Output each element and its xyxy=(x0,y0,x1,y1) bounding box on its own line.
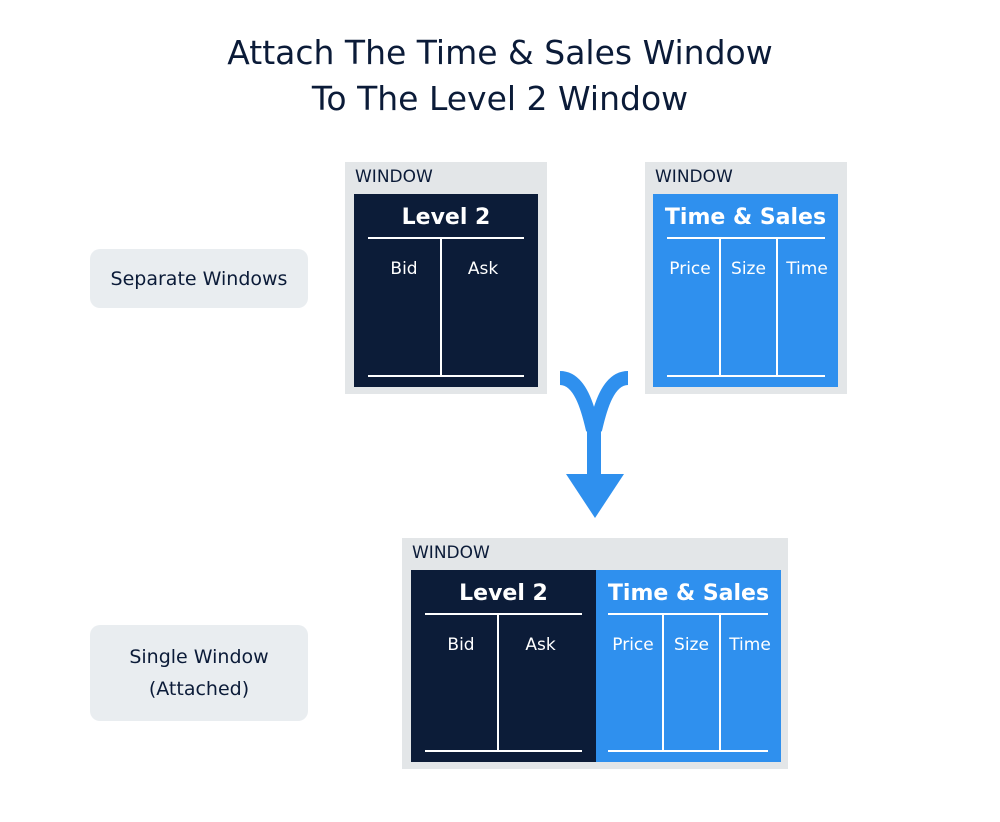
attached-price-column-label: Price xyxy=(612,635,654,655)
window-title: WINDOW xyxy=(655,167,733,187)
attached-time-sales-divider-2 xyxy=(719,615,721,752)
time-sales-title: Time & Sales xyxy=(664,205,827,230)
attached-bid-column-label: Bid xyxy=(447,635,475,655)
bid-column-label: Bid xyxy=(390,259,418,279)
time-sales-panel: Time & Sales Price Size Time xyxy=(653,194,838,387)
time-sales-window[interactable]: WINDOW Time & Sales Price Size Time xyxy=(645,162,847,394)
price-column-label: Price xyxy=(669,259,711,279)
attached-level2-footer-rule xyxy=(425,750,582,752)
attached-window[interactable]: WINDOW Level 2 Bid Ask Time & Sales Pric… xyxy=(402,538,788,769)
attached-size-column-label: Size xyxy=(674,635,709,655)
attached-level2-header-rule xyxy=(425,613,582,615)
attached-time-column-label: Time xyxy=(729,635,771,655)
attached-level2-column-divider xyxy=(497,615,499,752)
merge-arrow-head xyxy=(566,474,624,518)
time-column-label: Time xyxy=(786,259,828,279)
level2-panel: Level 2 Bid Ask xyxy=(354,194,538,387)
title-line-1: Attach The Time & Sales Window xyxy=(227,33,773,72)
time-sales-divider-2 xyxy=(776,239,778,376)
level2-footer-rule xyxy=(368,375,524,377)
separate-windows-label: Separate Windows xyxy=(90,249,308,308)
attached-ask-column-label: Ask xyxy=(525,635,556,655)
attached-level2-panel: Level 2 Bid Ask xyxy=(411,570,596,762)
ask-column-label: Ask xyxy=(467,259,499,279)
merge-arrow-shaft xyxy=(587,425,601,477)
window-title: WINDOW xyxy=(412,543,490,563)
diagram-title: Attach The Time & Sales Window To The Le… xyxy=(0,30,1000,122)
level2-header-rule xyxy=(368,237,524,239)
attached-time-sales-divider-1 xyxy=(662,615,664,752)
level2-column-divider xyxy=(440,239,442,376)
time-sales-divider-1 xyxy=(719,239,721,376)
attached-level2-title: Level 2 xyxy=(459,581,548,606)
single-window-text: Single Window xyxy=(129,646,269,668)
time-sales-footer-rule xyxy=(667,375,825,377)
time-sales-header-rule xyxy=(667,237,825,239)
single-window-label: Single Window (Attached) xyxy=(90,625,308,721)
attached-time-sales-title: Time & Sales xyxy=(607,581,770,606)
attached-time-sales-header-rule xyxy=(608,613,768,615)
separate-windows-text: Separate Windows xyxy=(110,267,288,290)
level2-window[interactable]: WINDOW Level 2 Bid Ask xyxy=(345,162,547,394)
window-title: WINDOW xyxy=(355,167,433,187)
attached-time-sales-panel: Time & Sales Price Size Time xyxy=(596,570,781,762)
size-column-label: Size xyxy=(731,259,766,279)
attached-time-sales-footer-rule xyxy=(608,750,768,752)
level2-title: Level 2 xyxy=(401,205,491,230)
title-line-2: To The Level 2 Window xyxy=(311,79,689,118)
merge-arrow-left-branch xyxy=(558,371,600,432)
merge-arrow-right-branch xyxy=(588,371,630,432)
attached-text: (Attached) xyxy=(148,678,250,700)
